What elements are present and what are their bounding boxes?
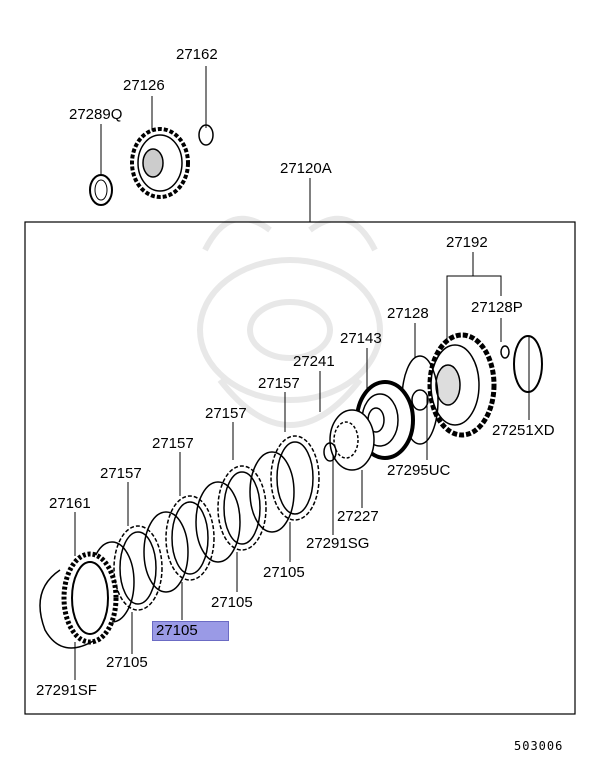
reaction-plate-27161 bbox=[61, 551, 119, 645]
part-label-27128P[interactable]: 27128P bbox=[471, 299, 523, 316]
part-label-27157-a[interactable]: 27157 bbox=[258, 375, 300, 392]
watermark-logo bbox=[197, 215, 383, 428]
part-label-27157-d[interactable]: 27157 bbox=[100, 465, 142, 482]
part-label-27162[interactable]: 27162 bbox=[176, 46, 218, 63]
return-spring-27227 bbox=[323, 409, 375, 471]
part-label-27161[interactable]: 27161 bbox=[49, 495, 91, 512]
diagram-code: 503006 bbox=[514, 739, 564, 753]
part-label-27105-d[interactable]: 27105 bbox=[106, 654, 148, 671]
gear-27126 bbox=[130, 127, 190, 199]
leader-lines bbox=[74, 66, 530, 680]
part-label-27192[interactable]: 27192 bbox=[446, 234, 488, 251]
part-label-27291SG[interactable]: 27291SG bbox=[306, 535, 370, 552]
part-label-27105-highlighted[interactable]: 27105 bbox=[152, 621, 229, 641]
part-label-27227[interactable]: 27227 bbox=[337, 508, 379, 525]
part-label-27143[interactable]: 27143 bbox=[340, 330, 382, 347]
part-label-27157-b[interactable]: 27157 bbox=[205, 405, 247, 422]
drum-27192 bbox=[427, 332, 497, 438]
part-label-27126[interactable]: 27126 bbox=[123, 77, 165, 94]
part-label-27291SF[interactable]: 27291SF bbox=[36, 682, 97, 699]
part-label-27105-a[interactable]: 27105 bbox=[263, 564, 305, 581]
part-label-27289Q[interactable]: 27289Q bbox=[69, 106, 123, 123]
part-label-27241[interactable]: 27241 bbox=[293, 353, 335, 370]
part-label-27120A[interactable]: 27120A bbox=[280, 160, 332, 177]
part-label-27105-b[interactable]: 27105 bbox=[211, 594, 253, 611]
part-label-27251XD[interactable]: 27251XD bbox=[492, 422, 555, 439]
assembly-box bbox=[24, 221, 576, 715]
part-label-27128[interactable]: 27128 bbox=[387, 305, 429, 322]
part-label-27295UC[interactable]: 27295UC bbox=[387, 462, 451, 479]
clutch-plates bbox=[89, 435, 320, 623]
part-label-27157-c[interactable]: 27157 bbox=[152, 435, 194, 452]
thrust-washer-27289Q bbox=[89, 174, 113, 206]
snap-ring-27291SF bbox=[39, 569, 96, 649]
snap-ring-27162 bbox=[198, 124, 214, 146]
